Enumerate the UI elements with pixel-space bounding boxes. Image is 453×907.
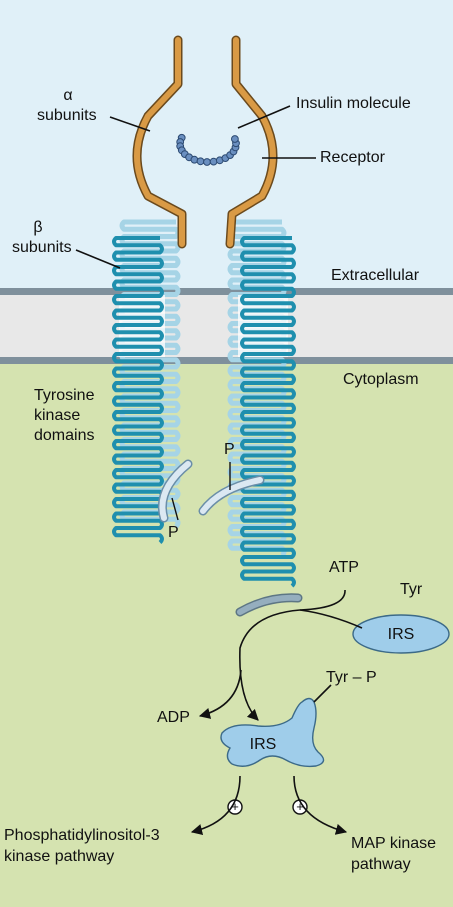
beta-subunit-right	[240, 236, 296, 588]
beta-symbol: β	[33, 219, 43, 236]
tyrosine-kinase-label-line2: kinase	[34, 407, 81, 424]
alpha-subunit-left	[132, 35, 187, 249]
mapk-pathway-label-line2: pathway	[351, 856, 411, 873]
atp-binding-segment	[235, 593, 303, 617]
extracellular-label: Extracellular	[331, 267, 420, 284]
alpha-leader	[109, 116, 151, 132]
insulin-bead	[196, 157, 205, 166]
irs-to-arc-line	[299, 609, 363, 629]
receptor-label: Receptor	[320, 149, 385, 166]
alpha-subunit-right	[225, 35, 278, 249]
cell-membrane	[0, 288, 453, 364]
pi3k-arrow	[190, 775, 241, 835]
tyrosine-kinase-label-line3: domains	[34, 427, 95, 444]
insulin-bead	[209, 157, 218, 166]
insulin-molecule	[176, 133, 240, 166]
irs-protein-top	[352, 614, 450, 654]
pi3k-pathway-label-line2: kinase pathway	[4, 848, 115, 865]
beta-leader	[75, 249, 121, 269]
mapk-pathway-label-line1: MAP kinase	[351, 835, 437, 852]
plus-sign-left: +	[231, 799, 239, 814]
insulin-bead	[203, 158, 211, 166]
reaction-arc	[239, 589, 346, 721]
insulin-bead	[231, 135, 239, 143]
beta-subunit-right-back-strand	[227, 219, 287, 558]
tyrosine-kinase-label-line1: Tyrosine	[34, 387, 95, 404]
insulin-molecule-label: Insulin molecule	[296, 95, 411, 112]
tyr-p-label: Tyr – P	[326, 669, 377, 686]
adp-arrow	[198, 669, 242, 719]
irs-protein-bottom	[220, 697, 325, 768]
phosphate-label-right: P	[224, 441, 235, 458]
phosphate-segment-left	[157, 459, 193, 523]
atp-label: ATP	[329, 559, 359, 576]
irs-label-top: IRS	[387, 626, 415, 643]
plus-sign-right: +	[296, 799, 304, 814]
beta-subunit-left	[112, 236, 164, 544]
phosphate-segment-right	[198, 475, 265, 516]
cytoplasm-label: Cytoplasm	[343, 371, 419, 388]
beta-subunits-label: subunits	[12, 239, 72, 256]
irs-label-bottom: IRS	[249, 736, 277, 753]
pi3k-pathway-label-line1: Phosphatidylinositol-3	[4, 827, 160, 844]
tyr-p-leader	[313, 684, 332, 703]
mapk-arrow	[293, 775, 348, 835]
alpha-symbol: α	[63, 87, 73, 104]
tyr-label: Tyr	[400, 581, 423, 598]
phosphate-label-left: P	[168, 524, 179, 541]
adp-label: ADP	[157, 709, 190, 726]
alpha-subunits-label: subunits	[37, 107, 97, 124]
insulin-leader	[237, 105, 291, 129]
